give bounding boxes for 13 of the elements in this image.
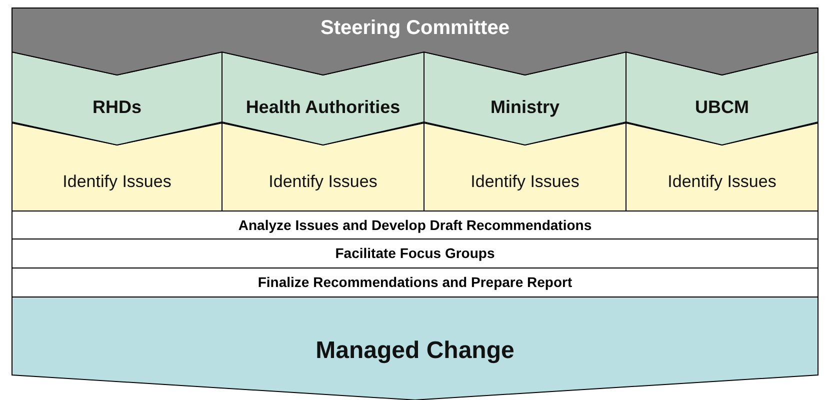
step-label: Finalize Recommendations and Prepare Report [258,275,572,289]
heading-label: Ministry [490,98,560,116]
heading-label: Steering Committee [320,18,510,38]
step-label: Analyze Issues and Develop Draft Recommendations [238,218,592,232]
heading-label: UBCM [695,98,749,116]
heading-label: Managed Change [316,339,514,363]
heading-label: RHDs [92,98,142,116]
step-label: Identify Issues [470,173,580,190]
heading-label: Health Authorities [246,98,400,116]
step-label: Identify Issues [268,173,378,190]
step-label: Facilitate Focus Groups [335,246,495,260]
step-label: Identify Issues [62,173,172,190]
step-label: Identify Issues [668,173,776,190]
